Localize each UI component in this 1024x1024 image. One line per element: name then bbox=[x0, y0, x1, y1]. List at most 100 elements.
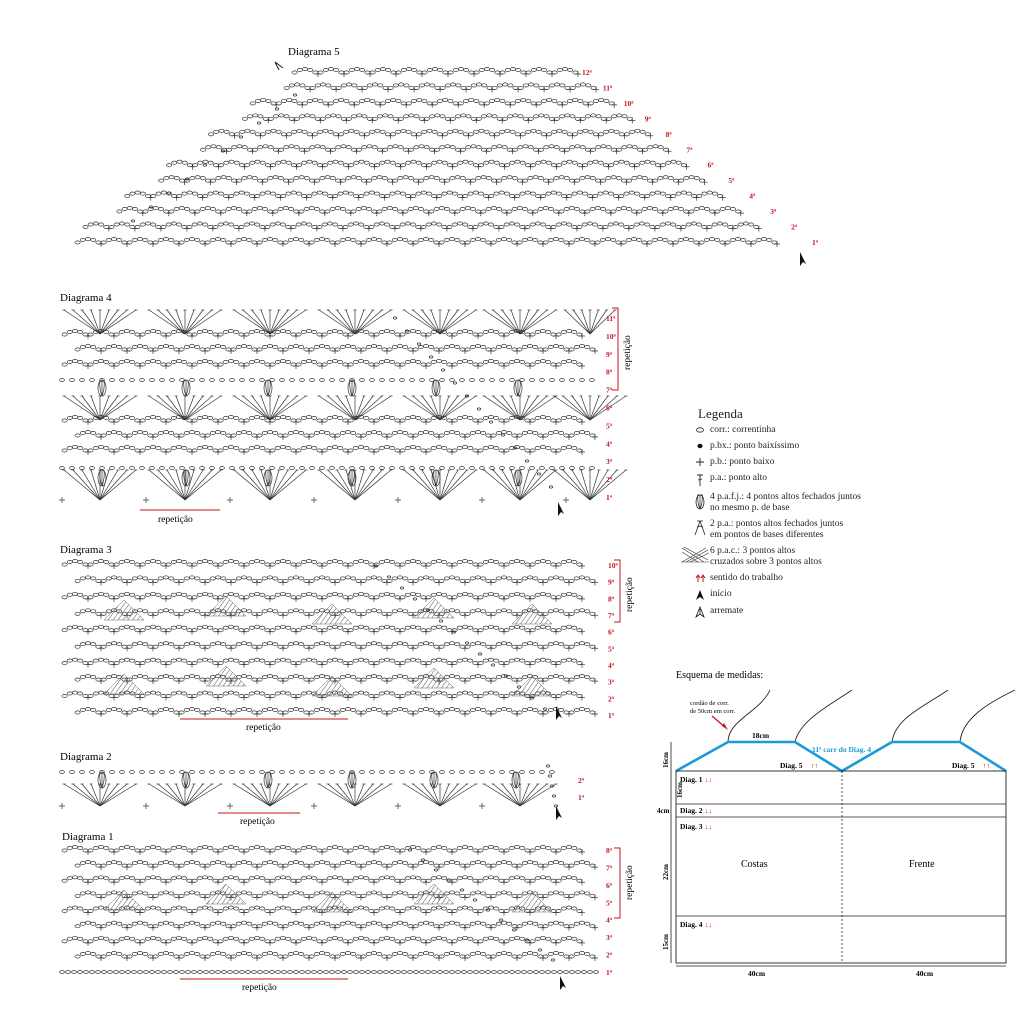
row-number: 4ª bbox=[606, 916, 613, 925]
row-number: 6ª bbox=[608, 628, 615, 637]
row-number: 10ª bbox=[608, 561, 619, 570]
row-number: 3ª bbox=[608, 678, 615, 687]
row-number: 4ª bbox=[749, 192, 756, 201]
row-number: 7ª bbox=[606, 386, 613, 395]
diagram-2-title: Diagrama 2 bbox=[60, 751, 112, 763]
legend-start-text: início bbox=[710, 589, 732, 599]
row-number: 5ª bbox=[606, 421, 613, 430]
legend-item: corr.: correntinha bbox=[690, 425, 890, 436]
row-number: 2ª bbox=[608, 694, 615, 703]
finish-icon bbox=[695, 606, 705, 618]
row-number: 11ª bbox=[603, 84, 613, 93]
start-icon bbox=[556, 806, 562, 820]
row-number: 7ª bbox=[687, 145, 694, 154]
diagram-3-title: Diagrama 3 bbox=[60, 544, 112, 556]
row-number: 3ª bbox=[770, 207, 777, 216]
diagram-4-repeat-label: repetição bbox=[158, 515, 193, 525]
garment-body bbox=[675, 770, 1007, 964]
row-number: 8ª bbox=[666, 130, 673, 139]
height-label-yoke: 16cm bbox=[662, 752, 670, 768]
top-width-label: 18cm bbox=[752, 731, 770, 740]
legend-chain-text: corr.: correntinha bbox=[710, 425, 776, 435]
cluster-icon bbox=[695, 494, 705, 510]
row-number: 8ª bbox=[606, 368, 613, 377]
row-number: 6ª bbox=[606, 404, 613, 413]
legend-single-crochet-text: p.b.: ponto baixo bbox=[710, 457, 775, 467]
diag4-label: Diag. 4 bbox=[680, 920, 703, 929]
direction-arrows-icon: ↓↓ bbox=[705, 776, 712, 784]
height-label-diag1: 16cm bbox=[676, 782, 684, 798]
direction-arrows-icon bbox=[695, 574, 706, 582]
row-number: 1ª bbox=[606, 968, 613, 977]
back-label: Costas bbox=[741, 859, 768, 870]
row-number: 2ª bbox=[606, 475, 613, 484]
row-number: 5ª bbox=[728, 176, 735, 185]
note-arrow-head bbox=[722, 723, 728, 730]
diagram-3-repeat-bracket bbox=[614, 559, 621, 623]
legend-crossed-text-2: cruzados sobre 3 pontos altos bbox=[710, 557, 822, 567]
schema-note-line-1: cordão de corr. bbox=[690, 700, 729, 707]
diagram-1-repeat-label: repetição bbox=[242, 983, 277, 993]
row-number: 5ª bbox=[606, 898, 613, 907]
diagram-5-chart bbox=[74, 67, 780, 247]
legend-decrease-text-2: em pontos de bases diferentes bbox=[710, 530, 824, 540]
height-label-diag3: 22cm bbox=[662, 864, 670, 880]
slip-stitch-icon bbox=[697, 443, 703, 449]
legend-cluster-text-2: no mesmo p. de base bbox=[710, 503, 790, 513]
finish-icon bbox=[274, 61, 284, 71]
diagram-1-title: Diagrama 1 bbox=[62, 831, 114, 843]
crossed-stitch-icon bbox=[681, 546, 710, 563]
legend: Legenda corr.: correntinha p.bx.: ponto … bbox=[681, 406, 890, 623]
start-icon bbox=[556, 706, 562, 720]
direction-arrows-icon: ↓↓ bbox=[705, 823, 712, 831]
row-number: 3ª bbox=[606, 457, 613, 466]
row-number: 1ª bbox=[812, 238, 819, 247]
measurement-schema: Esquema de medidas: cordão de corr. de 5… bbox=[657, 670, 1016, 978]
schema-title: Esquema de medidas: bbox=[676, 670, 763, 681]
row-number: 10ª bbox=[624, 99, 635, 108]
diagram-1-repeat-bracket bbox=[614, 847, 621, 919]
legend-crossed-text-1: 6 p.a.c.: 3 pontos altos bbox=[710, 546, 796, 556]
width-label-front: 40cm bbox=[916, 969, 934, 978]
diagram-2-repeat-label: repetição bbox=[240, 817, 275, 827]
row-number: 9ª bbox=[606, 350, 613, 359]
row-number: 2ª bbox=[791, 223, 798, 232]
row-number: 2ª bbox=[606, 951, 613, 960]
legend-title: Legenda bbox=[698, 406, 743, 421]
row-number: 10ª bbox=[606, 332, 617, 341]
legend-finish-text: arremate bbox=[710, 606, 744, 616]
left-cord-front bbox=[891, 689, 949, 743]
legend-cluster-text-1: 4 p.a.f.j.: 4 pontos altos fechados junt… bbox=[710, 492, 861, 502]
direction-arrows-icon: ↑↑ bbox=[811, 762, 818, 770]
diagram-3-chart bbox=[61, 559, 598, 717]
row-number: 2ª bbox=[578, 776, 585, 785]
legend-item: p.a.: ponto alto bbox=[690, 473, 890, 487]
legend-direction-text: sentido do trabalho bbox=[710, 573, 783, 583]
diagram-5-title: Diagrama 5 bbox=[288, 46, 340, 58]
row-number: 7ª bbox=[606, 863, 613, 872]
direction-arrows-icon: ↓↓ bbox=[705, 807, 712, 815]
right-cord-back bbox=[794, 689, 853, 743]
row-number: 12ª bbox=[582, 68, 593, 77]
legend-item: sentido do trabalho bbox=[690, 573, 890, 584]
row-number: 11ª bbox=[606, 314, 616, 323]
start-icon bbox=[560, 976, 566, 990]
row-number: 7ª bbox=[608, 611, 615, 620]
diagram-3-repeat-label: repetição bbox=[246, 723, 281, 733]
start-icon bbox=[558, 502, 564, 516]
row-number: 9ª bbox=[608, 578, 615, 587]
diagram-4-chart bbox=[59, 309, 628, 503]
diag1-label: Diag. 1 bbox=[680, 775, 703, 784]
right-cord-front bbox=[959, 689, 1016, 743]
legend-slip-stitch-text: p.bx.: ponto baixíssimo bbox=[710, 441, 800, 451]
